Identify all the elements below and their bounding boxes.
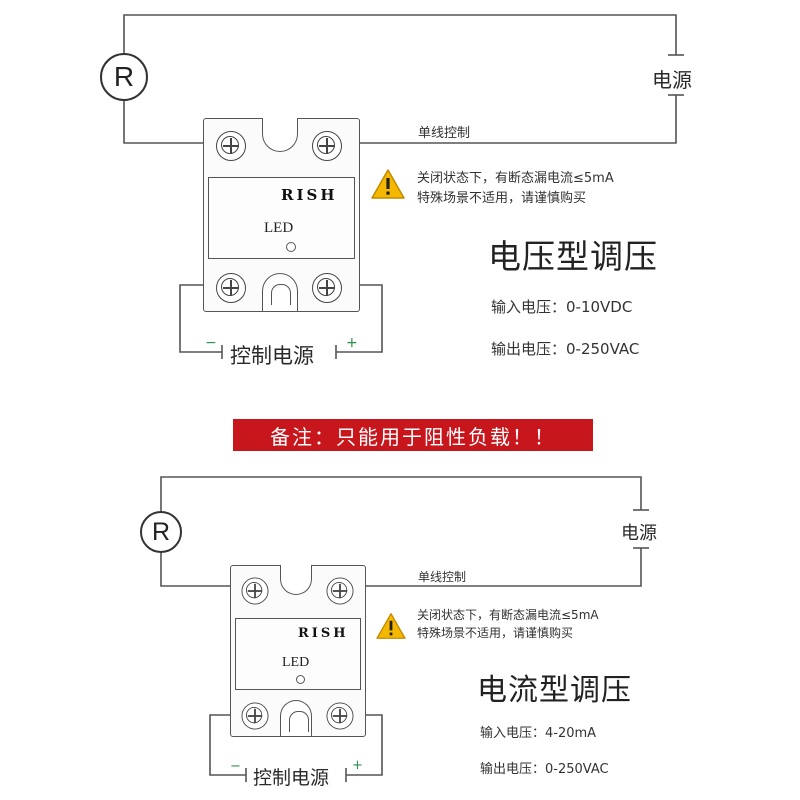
control-minus-sign: −	[205, 335, 217, 351]
power-source-label: 电源	[621, 523, 657, 544]
output-spec: 输出电压：0-250VAC	[491, 340, 640, 358]
warning-line-2: 特殊场景不适用，请谨慎购买	[417, 626, 574, 640]
input-spec: 输入电压：4-20mA	[480, 726, 597, 741]
output-spec: 输出电压：0-250VAC	[480, 762, 609, 777]
warning-triangle-icon	[371, 169, 405, 199]
power-source-label: 电源	[652, 68, 692, 92]
load-resistor-symbol: R	[100, 53, 148, 101]
control-power-label: 控制电源	[230, 344, 314, 368]
screw-terminal-icon	[241, 702, 269, 730]
led-indicator	[286, 242, 296, 252]
input-spec: 输入电压：0-10VDC	[491, 298, 633, 316]
control-plus-sign: +	[346, 335, 358, 351]
screw-terminal-icon	[326, 702, 354, 730]
warning-triangle-icon	[376, 613, 406, 639]
screw-terminal-icon	[326, 577, 354, 605]
relay-label-panel: RISH LED	[235, 618, 361, 690]
control-minus-sign: −	[230, 759, 241, 774]
mounting-slot	[262, 118, 298, 152]
warning-line-1: 关闭状态下，有断态漏电流≤5mA	[417, 171, 614, 186]
screw-terminal-icon	[312, 131, 342, 161]
warning-line-2: 特殊场景不适用，请谨慎购买	[417, 191, 587, 206]
mounting-slot	[280, 565, 312, 595]
mounting-slot	[280, 700, 312, 736]
control-plus-sign: +	[352, 758, 363, 773]
mode-title: 电流型调压	[477, 673, 632, 708]
led-label: LED	[264, 220, 294, 236]
brand-logo: RISH	[281, 186, 338, 204]
single-wire-control-label: 单线控制	[418, 126, 471, 141]
resistive-load-note-banner: 备注：只能用于阻性负载！！	[233, 419, 593, 451]
led-indicator	[296, 675, 305, 684]
control-power-label: 控制电源	[253, 767, 330, 789]
screw-terminal-icon	[312, 273, 342, 303]
screw-terminal-icon	[241, 577, 269, 605]
mounting-slot	[262, 273, 298, 311]
brand-logo: RISH	[298, 626, 349, 641]
warning-line-1: 关闭状态下，有断态漏电流≤5mA	[417, 608, 599, 622]
mode-title: 电压型调压	[488, 237, 658, 276]
single-wire-control-label: 单线控制	[418, 570, 467, 584]
solid-state-relay: RISH LED	[230, 565, 366, 737]
screw-terminal-icon	[216, 131, 246, 161]
screw-terminal-icon	[216, 273, 246, 303]
led-label: LED	[282, 655, 310, 670]
load-resistor-symbol: R	[140, 511, 182, 553]
relay-label-panel: RISH LED	[208, 177, 355, 259]
solid-state-relay: RISH LED	[203, 118, 360, 312]
